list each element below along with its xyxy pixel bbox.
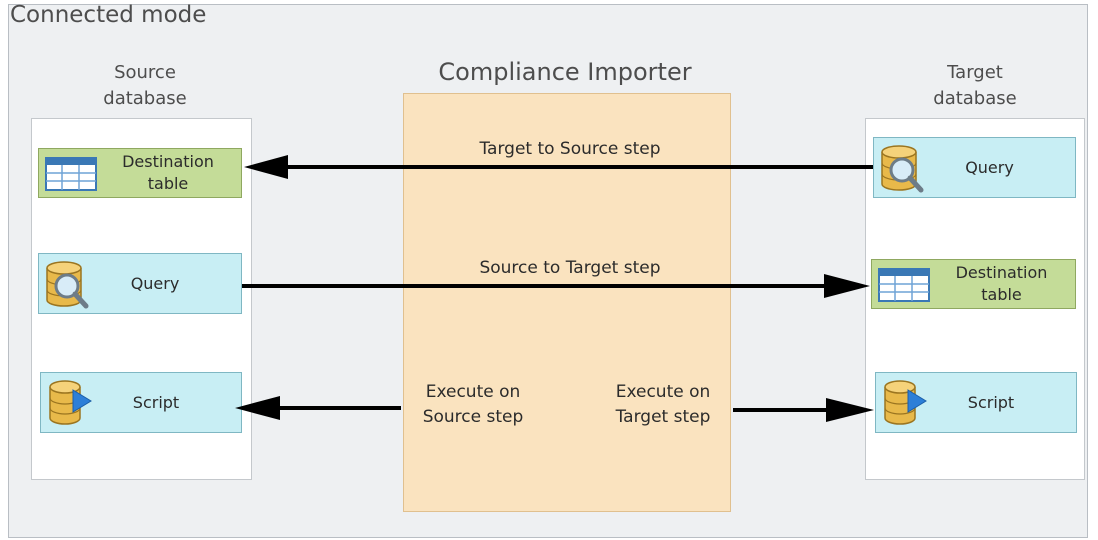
mode-title: Connected mode	[10, 2, 207, 28]
arrow-target-to-source	[244, 155, 873, 179]
importer-title: Compliance Importer	[438, 58, 692, 86]
target-database-label: Target database	[933, 62, 1017, 109]
source-to-target-step-label: Source to Target step	[479, 258, 661, 278]
target-script-label: Script	[967, 392, 1015, 412]
target-query-label: Query	[965, 157, 1014, 177]
target-to-source-step-label: Target to Source step	[479, 139, 661, 159]
execute-on-target-step-label: Execute on Target step	[615, 382, 711, 427]
target-destination-table-label: Destination table	[955, 263, 1048, 304]
source-destination-table-label: Destination table	[122, 152, 214, 193]
arrow-execute-on-source	[235, 396, 401, 420]
source-destination-table-box: Destination table	[38, 148, 242, 198]
source-query-label: Query	[130, 273, 180, 293]
table-grid-icon	[45, 157, 97, 191]
target-destination-table-box: Destination table	[871, 259, 1076, 309]
target-script-box: Script	[875, 372, 1077, 433]
database-run-icon	[49, 380, 92, 425]
target-query-box: Query	[873, 137, 1076, 198]
arrow-source-to-target	[242, 274, 870, 298]
source-script-box: Script	[40, 372, 242, 433]
execute-on-source-step-label: Execute on Source step	[422, 382, 524, 427]
database-run-icon	[884, 380, 927, 425]
compliance-importer-panel	[403, 93, 731, 512]
source-query-box: Query	[38, 253, 242, 314]
database-search-icon	[46, 261, 89, 309]
database-search-icon	[881, 145, 924, 193]
source-script-label: Script	[132, 392, 180, 412]
source-database-label: Source database	[103, 62, 187, 109]
table-grid-icon	[878, 268, 930, 302]
arrow-execute-on-target	[733, 398, 874, 422]
